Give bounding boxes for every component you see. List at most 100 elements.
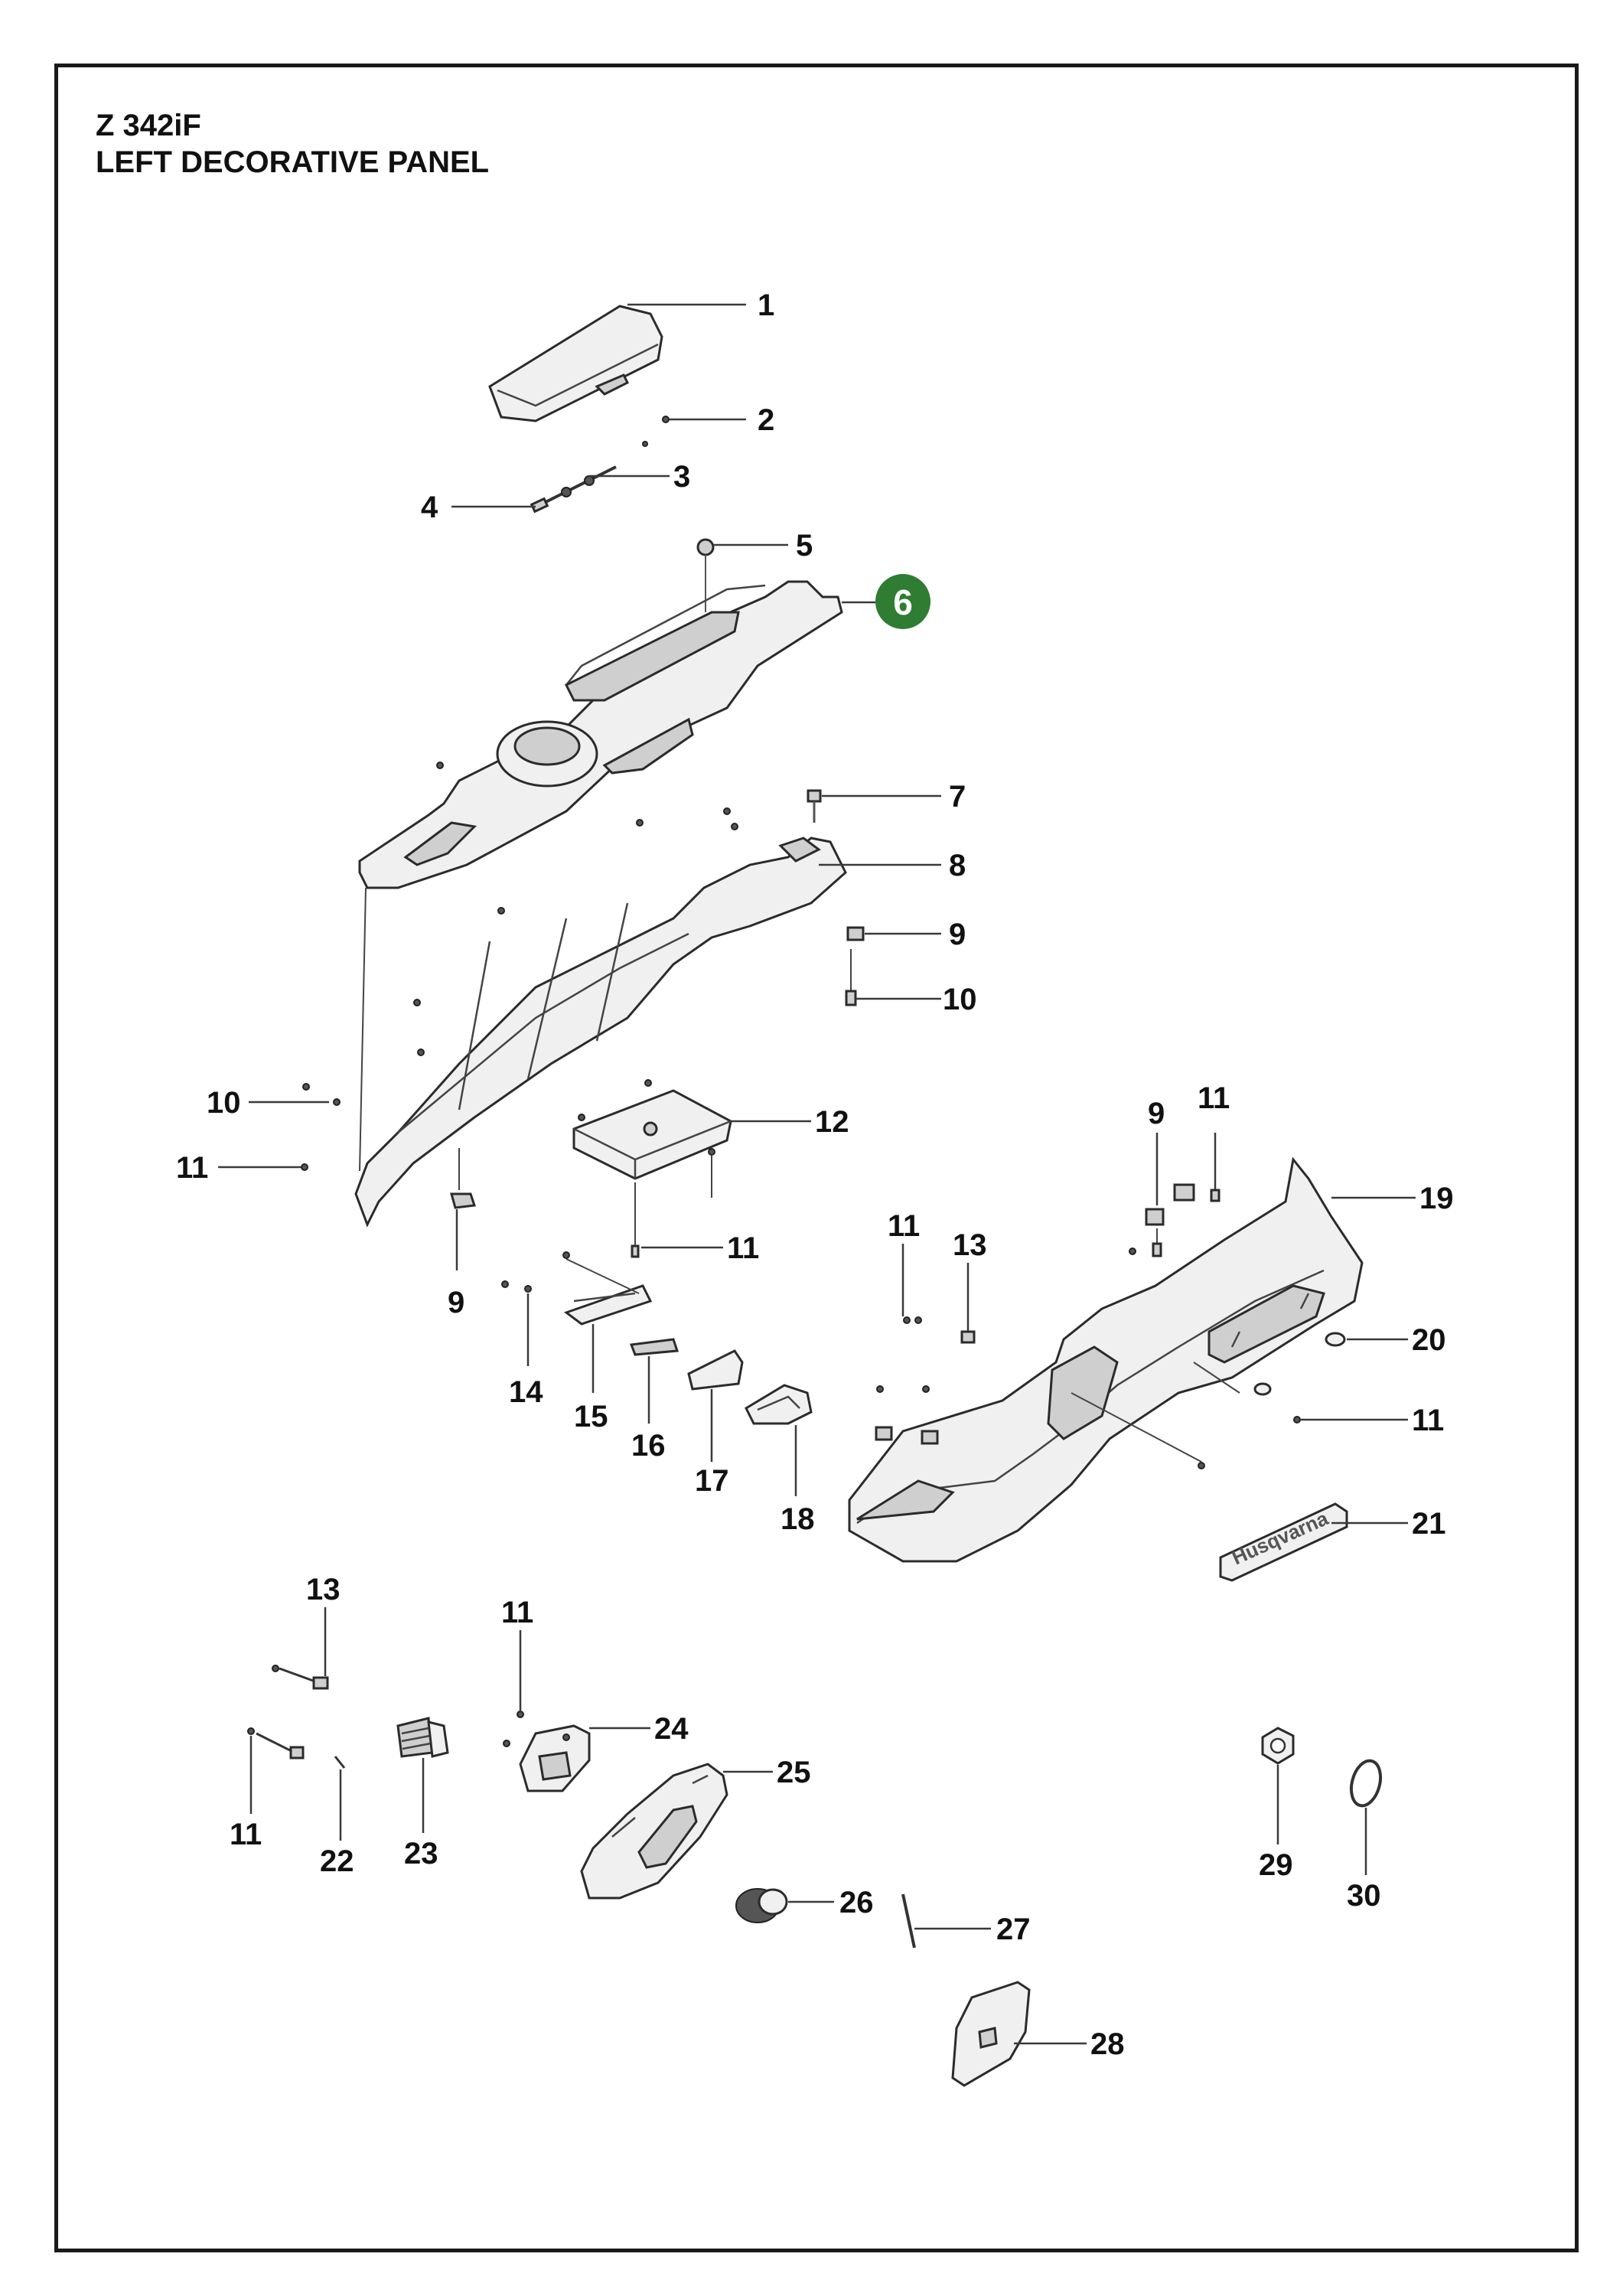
callout-5: 5 [796, 529, 813, 563]
callout-13-center: 13 [953, 1228, 987, 1262]
part-25-key-housing[interactable] [580, 1763, 728, 1900]
part-6-console-panel[interactable] [358, 580, 843, 889]
part-2-pin-b[interactable] [642, 441, 648, 447]
part-21-decal[interactable]: Husqvarna [1219, 1502, 1348, 1582]
screw-8b[interactable] [723, 807, 731, 815]
screw-15[interactable] [562, 1251, 570, 1259]
part-7-bolt[interactable] [807, 789, 822, 823]
part-19-side-panel[interactable] [848, 1156, 1364, 1563]
part-13-harness[interactable] [272, 1665, 329, 1690]
part-11-screw-box[interactable] [631, 1244, 640, 1258]
part-23-connector[interactable] [396, 1717, 449, 1758]
callout-6-badge[interactable]: 6 [875, 574, 930, 629]
part-20-grommet[interactable] [1325, 1332, 1346, 1347]
drawing-frame [54, 64, 1579, 2252]
part-3-spring[interactable] [539, 465, 617, 507]
part-22-pin[interactable] [334, 1756, 346, 1769]
part-10-screw-upper[interactable] [845, 990, 857, 1006]
callout-20: 20 [1412, 1323, 1446, 1357]
screw-8c[interactable] [731, 823, 738, 830]
part-2-pin[interactable] [662, 416, 670, 423]
part-28-cover-plate[interactable] [951, 1981, 1031, 2087]
svg-text:6: 6 [893, 582, 913, 622]
screw-24b[interactable] [503, 1740, 510, 1747]
part-26-ignition-switch[interactable] [735, 1888, 788, 1923]
callout-14: 14 [509, 1375, 543, 1409]
part-11-harness-lower[interactable] [247, 1727, 305, 1760]
screw-14a[interactable] [501, 1280, 509, 1288]
callout-26: 26 [839, 1886, 874, 1919]
screw-12a[interactable] [578, 1114, 585, 1121]
callout-19: 19 [1419, 1182, 1454, 1215]
part-9-clip-right[interactable] [1145, 1208, 1165, 1226]
callout-29: 29 [1259, 1848, 1293, 1882]
part-9-clip-upper[interactable] [846, 926, 865, 941]
callout-11-box: 11 [727, 1231, 759, 1265]
callout-11-lower-left: 11 [230, 1818, 262, 1851]
callout-9-right: 9 [1148, 1097, 1165, 1130]
clip-right-g[interactable] [921, 1430, 939, 1445]
part-29-nut[interactable] [1261, 1727, 1295, 1765]
section-label: LEFT DECORATIVE PANEL [96, 145, 490, 179]
part-13-nut[interactable] [960, 1330, 976, 1344]
part-12-control-box[interactable] [572, 1089, 732, 1180]
screw-11d[interactable] [914, 1316, 922, 1324]
screw-8d[interactable] [436, 762, 444, 769]
callout-13-lower: 13 [306, 1573, 341, 1606]
screw-11-panel[interactable] [1293, 1416, 1301, 1424]
screw-right-c[interactable] [1129, 1247, 1136, 1255]
part-27-rod[interactable] [901, 1893, 916, 1949]
callout-24: 24 [654, 1712, 689, 1746]
hidden-line [359, 887, 367, 1172]
callout-17: 17 [695, 1464, 729, 1498]
screw-panel-lower[interactable] [1198, 1462, 1205, 1469]
callout-4: 4 [421, 491, 438, 524]
callout-9-upper: 9 [949, 918, 966, 951]
part-1-lid[interactable] [488, 305, 663, 422]
callout-18: 18 [781, 1502, 815, 1536]
screw-11c[interactable] [903, 1316, 911, 1324]
screw-8a[interactable] [636, 819, 644, 827]
callout-10-left: 10 [207, 1086, 241, 1120]
callout-21: 21 [1412, 1507, 1446, 1541]
part-8-mounting-frame[interactable] [354, 837, 847, 1228]
callout-10-upper: 10 [943, 983, 977, 1016]
part-18-grip[interactable] [745, 1384, 813, 1425]
part-9-clip-lower[interactable] [450, 1192, 477, 1209]
screw-right-d[interactable] [876, 1385, 884, 1393]
part-17-mount[interactable] [687, 1349, 744, 1391]
callout-11-panel: 11 [1412, 1404, 1444, 1437]
callout-11-lower-center: 11 [501, 1596, 533, 1629]
callout-28: 28 [1090, 2027, 1125, 2061]
callout-9-lower: 9 [448, 1286, 464, 1319]
part-24-switch-bracket[interactable] [519, 1724, 591, 1792]
part-10-screw-right[interactable] [1152, 1242, 1162, 1257]
callout-1: 1 [758, 289, 774, 322]
part-4-rod-end[interactable] [530, 497, 549, 514]
part-9-clip-right-b[interactable] [1173, 1183, 1195, 1202]
part-30-ring[interactable] [1347, 1757, 1385, 1808]
screw-11a[interactable] [301, 1163, 308, 1171]
part-20-grommet-b[interactable] [1253, 1382, 1272, 1396]
callout-11-left: 11 [176, 1151, 208, 1185]
part-16-plate[interactable] [629, 1338, 680, 1356]
screw-8f[interactable] [413, 999, 421, 1006]
screw-12c[interactable] [708, 1148, 715, 1156]
part-5-screw[interactable] [696, 538, 715, 612]
screw-8e[interactable] [497, 907, 505, 915]
callout-8: 8 [949, 849, 966, 882]
screw-right-e[interactable] [922, 1385, 930, 1393]
part-15-bracket[interactable] [563, 1284, 653, 1326]
screw-10a[interactable] [302, 1083, 310, 1091]
callout-15: 15 [574, 1400, 608, 1433]
callout-30: 30 [1347, 1879, 1381, 1913]
model-label: Z 342iF [96, 109, 201, 142]
part-11-screw-right[interactable] [1210, 1189, 1221, 1202]
screw-14b[interactable] [524, 1285, 532, 1293]
screw-10b[interactable] [333, 1098, 341, 1106]
clip-right-f[interactable] [875, 1426, 893, 1441]
screw-12b[interactable] [644, 1079, 652, 1087]
callout-25: 25 [777, 1756, 811, 1789]
screw-8g[interactable] [417, 1049, 425, 1056]
